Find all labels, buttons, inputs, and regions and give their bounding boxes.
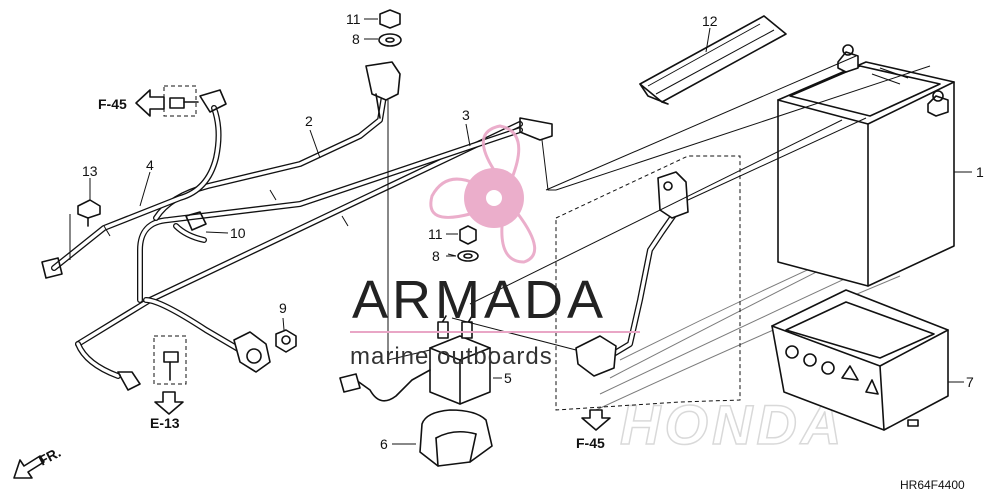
ref-f45-bottom-label: F-45 bbox=[576, 435, 605, 451]
callout-4: 4 bbox=[146, 157, 154, 173]
callout-11-mid: 11 bbox=[428, 226, 443, 242]
starter-relay bbox=[339, 315, 491, 405]
watermark: ARMADA marine outboards bbox=[350, 124, 640, 370]
nut-washer-top bbox=[378, 9, 402, 47]
ground-cable bbox=[41, 89, 227, 279]
cable-terminal bbox=[233, 331, 271, 373]
hollow-arrow-icon bbox=[581, 409, 611, 431]
callout-8-mid: 8 bbox=[432, 248, 440, 264]
callout-11-top: 11 bbox=[346, 11, 361, 27]
ref-e13: E-13 bbox=[150, 391, 184, 431]
relay-holder bbox=[419, 409, 493, 467]
callout-3: 3 bbox=[462, 107, 470, 123]
callout-7: 7 bbox=[966, 374, 974, 390]
nut-9 bbox=[275, 329, 297, 353]
ref-f45-top: F-45 bbox=[98, 89, 165, 117]
nut-washer-mid bbox=[447, 225, 479, 262]
ref-f45-bottom: F-45 bbox=[576, 409, 611, 451]
callout-labels: 1 2 3 4 5 6 7 8 8 9 10 11 11 12 13 bbox=[82, 11, 984, 452]
callout-12: 12 bbox=[702, 13, 718, 29]
callout-5: 5 bbox=[504, 370, 512, 386]
direction-arrow-icon bbox=[13, 455, 45, 479]
callout-2: 2 bbox=[305, 113, 313, 129]
watermark-title: ARMADA bbox=[352, 270, 607, 330]
diagram-code: HR64F4400 bbox=[900, 478, 965, 492]
bolt-box-bottom bbox=[153, 335, 187, 385]
watermark-subtitle: marine outboards bbox=[350, 343, 553, 370]
ref-f45-top-label: F-45 bbox=[98, 96, 127, 112]
leader-lines bbox=[89, 18, 972, 445]
hollow-arrow-icon bbox=[154, 391, 184, 415]
harness-group-box bbox=[555, 155, 741, 411]
hollow-arrow-icon bbox=[135, 89, 165, 117]
cable-clamp bbox=[173, 211, 207, 243]
propeller-logo-icon bbox=[429, 124, 537, 264]
honda-logo-text: HONDA bbox=[620, 393, 845, 456]
honda-wing-logo: HONDA bbox=[595, 239, 901, 457]
callout-8-top: 8 bbox=[352, 31, 360, 47]
battery-box bbox=[771, 289, 949, 431]
callout-6: 6 bbox=[380, 436, 388, 452]
battery-strap bbox=[639, 15, 787, 105]
ref-e13-label: E-13 bbox=[150, 415, 180, 431]
callout-1: 1 bbox=[976, 164, 984, 180]
bolt-13 bbox=[77, 199, 101, 227]
bolt-box-top bbox=[163, 85, 199, 117]
callout-13: 13 bbox=[82, 163, 98, 179]
battery bbox=[777, 44, 955, 287]
front-direction-indicator: FR. bbox=[13, 444, 63, 479]
callout-9: 9 bbox=[279, 300, 287, 316]
callout-10: 10 bbox=[230, 225, 246, 241]
harness-connector bbox=[451, 171, 689, 377]
